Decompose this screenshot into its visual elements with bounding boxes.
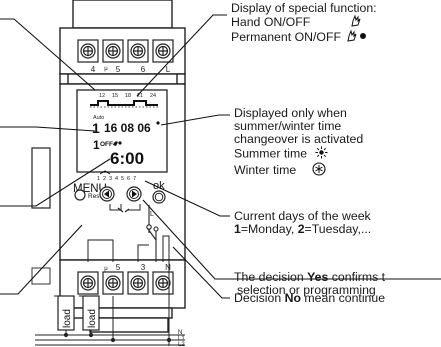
terminal-mark: μ xyxy=(104,266,108,272)
season-indicator-dot xyxy=(156,121,160,125)
lcd-display: 12 15 18 21 24 Auto 1 16 08 06 1 OFF 6:0… xyxy=(76,89,168,182)
lcd-hour-tick: 24 xyxy=(150,93,156,99)
annotation-line: Decision No mean continue xyxy=(234,291,386,305)
annotation-line: Displayed only when xyxy=(234,106,347,120)
annotation-line: Hand ON/OFF xyxy=(231,14,377,30)
load-label: load xyxy=(62,309,73,328)
terminal-label: N xyxy=(165,263,171,272)
weekday-number: 2 xyxy=(103,176,106,182)
terminal-label: 5 xyxy=(116,65,121,74)
lcd-channel-digit: 1 xyxy=(92,120,100,136)
sun-icon xyxy=(315,146,328,162)
button-panel: MENU Res ok xyxy=(73,180,166,213)
weekday-number: 7 xyxy=(133,176,136,182)
reset-label: Res xyxy=(88,193,100,200)
terminal-mark: μ xyxy=(104,66,108,72)
annotation-title: Display of special function: xyxy=(231,1,377,15)
load-boxes: load load xyxy=(57,295,100,331)
lcd-state: OFF xyxy=(100,141,113,148)
lcd-hour-tick: 21 xyxy=(137,93,143,99)
weekday-number: 5 xyxy=(121,176,124,182)
weekday-number: 6 xyxy=(127,176,130,182)
lcd-date: 16 08 06 xyxy=(104,121,151,135)
lcd-hour-tick: 12 xyxy=(99,93,105,99)
contact-label: L xyxy=(150,211,154,218)
dot-icon xyxy=(118,141,122,145)
bottom-terminal-block: μ 5 3 N xyxy=(77,263,174,295)
leader-lines xyxy=(0,14,441,299)
hand-dot-icon xyxy=(346,29,368,45)
annotation-line: Permanent ON/OFF xyxy=(231,29,377,45)
lcd-switching-bar xyxy=(90,100,158,106)
annotation-no: Decision No mean continue xyxy=(234,292,385,305)
arrow-left-icon xyxy=(104,190,109,198)
weekday-number: 1 xyxy=(97,176,100,182)
annotation-days: Current days of the week 1=Monday, 2=Tue… xyxy=(234,210,371,236)
wire-label-l2: L2 xyxy=(178,342,185,347)
load-label: load xyxy=(87,309,98,328)
annotation-line: The decision Yes confirms t xyxy=(234,270,386,284)
arrow-right-icon xyxy=(132,190,137,198)
wire-label-n: N xyxy=(178,330,182,336)
snowflake-circle-icon xyxy=(312,162,326,179)
annotation-special-function: Display of special function: Hand ON/OFF… xyxy=(231,2,377,45)
annotation-line: 1=Monday, 2=Tuesday,... xyxy=(234,222,372,236)
top-terminal-block: 4 μ 5 6 L xyxy=(77,39,174,74)
annotation-line: summer/winter time xyxy=(234,119,342,133)
annotation-line: Current days of the week xyxy=(234,209,371,223)
terminal-label: 5 xyxy=(116,263,121,272)
din-rail xyxy=(31,267,51,285)
relay-contact xyxy=(146,205,159,262)
lcd-time: 6:00 xyxy=(110,149,144,168)
weekday-number: 3 xyxy=(109,176,112,182)
lcd-hour-tick: 15 xyxy=(112,93,118,99)
annotation-yes: The decision Yes confirms t selection or… xyxy=(234,271,385,297)
lcd-hour-tick: 18 xyxy=(125,93,131,99)
terminal-label: 3 xyxy=(141,263,146,272)
din-rail xyxy=(31,147,51,209)
annotation-summer-winter: Displayed only when summer/winter time c… xyxy=(234,107,363,179)
lcd-mode-label: Auto xyxy=(93,115,104,121)
terminal-label: 4 xyxy=(91,65,96,74)
terminal-label: 6 xyxy=(141,65,146,74)
lcd-channel-digit-2: 1 xyxy=(93,138,100,152)
hand-icon xyxy=(350,14,362,30)
wire-label-l1: L1 xyxy=(178,336,185,342)
weekday-number: 4 xyxy=(115,176,118,182)
annotation-line: Winter time xyxy=(234,162,363,179)
hand-icon xyxy=(113,141,118,146)
annotation-line: selection or programming xyxy=(237,283,376,297)
annotation-line: changeover is activated xyxy=(234,132,364,146)
reset-button[interactable] xyxy=(74,189,86,201)
annotation-line: Summer time xyxy=(234,146,363,162)
terminal-label: L xyxy=(166,65,171,74)
